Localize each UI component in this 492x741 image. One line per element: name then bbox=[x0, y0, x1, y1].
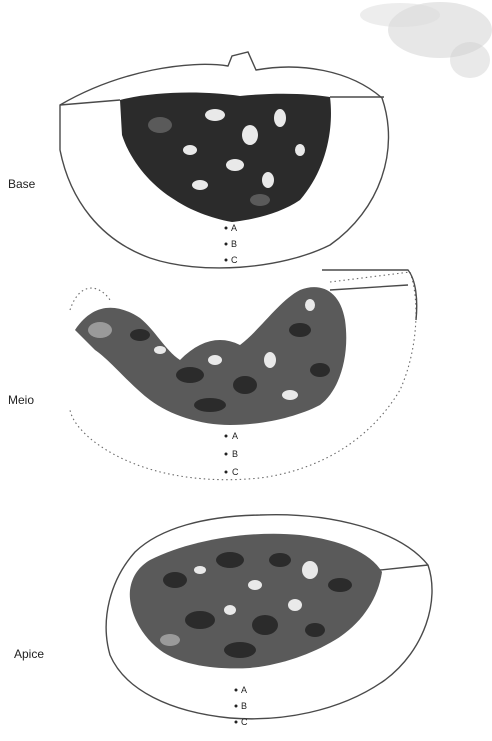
meio-point-c: C bbox=[232, 467, 239, 477]
meio-cut-line bbox=[330, 285, 408, 290]
apice-tissue bbox=[130, 534, 382, 669]
apice-point-a: A bbox=[241, 685, 247, 695]
apice-sample-points: A B C bbox=[235, 685, 249, 727]
meio-sample-points: A B C bbox=[225, 431, 240, 477]
apice-point-b: B bbox=[241, 701, 247, 711]
meio-section: Meio A B C bbox=[8, 270, 417, 480]
apice-point-c: C bbox=[241, 717, 248, 727]
section-label-meio: Meio bbox=[8, 393, 34, 407]
meio-point-b: B bbox=[232, 449, 238, 459]
base-point-a: A bbox=[231, 223, 237, 233]
base-point-c: C bbox=[231, 255, 238, 265]
meio-point-a: A bbox=[232, 431, 238, 441]
scan-noise bbox=[360, 2, 492, 78]
base-section: Base A B C bbox=[8, 52, 389, 268]
section-label-apice: Apice bbox=[14, 647, 44, 661]
base-point-b: B bbox=[231, 239, 237, 249]
apice-section: Apice A B C bbox=[14, 515, 432, 727]
base-tissue bbox=[120, 93, 331, 222]
apice-cut-line bbox=[380, 565, 428, 570]
section-label-base: Base bbox=[8, 177, 36, 191]
base-sample-points: A B C bbox=[225, 223, 239, 265]
